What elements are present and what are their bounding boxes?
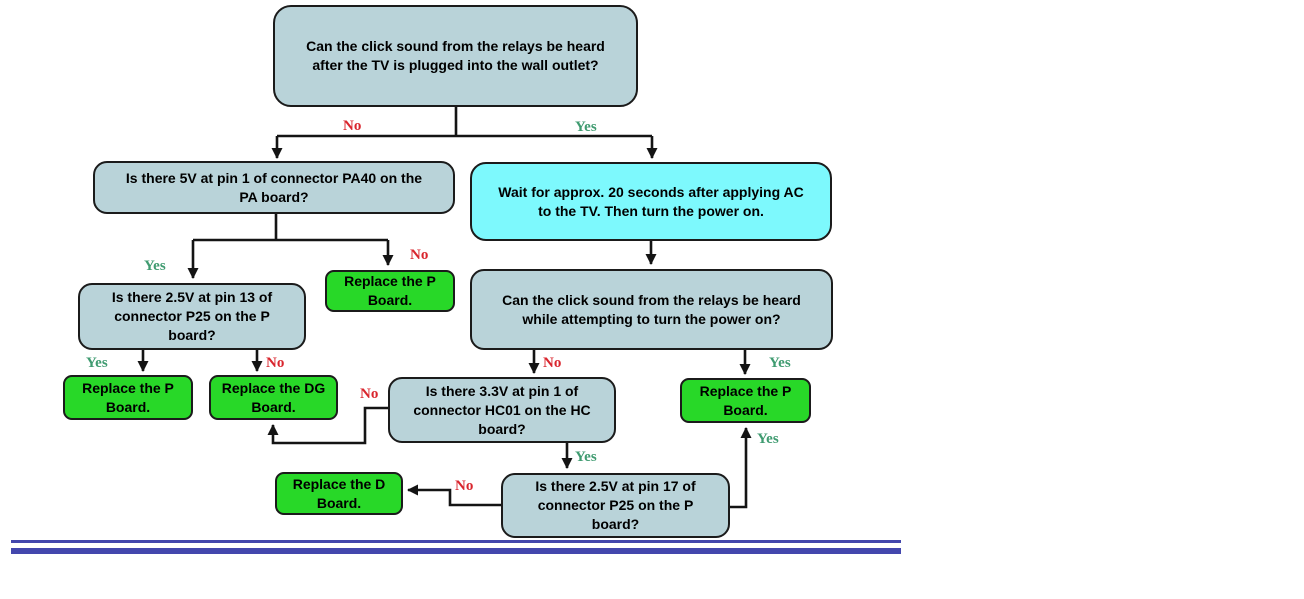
node-question-3v3-hc01: Is there 3.3V at pin 1 of connector HC01… xyxy=(388,377,616,443)
edge-label-no-pa40-right: No xyxy=(410,247,429,263)
node-question-2v5-pin13-p25: Is there 2.5V at pin 13 of connector P25… xyxy=(78,283,306,350)
node-action-replace-d-board: Replace the D Board. xyxy=(275,472,403,515)
divider-line-thin xyxy=(11,540,901,543)
edge-label-no-hc01-left: No xyxy=(360,386,379,402)
node-question-relay-power-on: Can the click sound from the relays be h… xyxy=(470,269,833,350)
edge-label-yes-pa40-left: Yes xyxy=(144,258,166,274)
edge-label-no-pin17-left: No xyxy=(455,478,474,494)
node-question-relay-after-plug: Can the click sound from the relays be h… xyxy=(273,5,638,107)
node-action-replace-p-board-3: Replace the P Board. xyxy=(680,378,811,423)
edge-label-yes-hc01-down: Yes xyxy=(575,449,597,465)
node-action-replace-dg-board: Replace the DG Board. xyxy=(209,375,338,420)
edge-label-no-pin13-right: No xyxy=(266,355,285,371)
node-question-2v5-pin17-p25: Is there 2.5V at pin 17 of connector P25… xyxy=(501,473,730,538)
edge-label-yes-pin17-up: Yes xyxy=(757,431,779,447)
edge-label-no-relay-left: No xyxy=(343,118,362,134)
edge-label-yes-poweron-right: Yes xyxy=(769,355,791,371)
node-action-replace-p-board-1: Replace the P Board. xyxy=(325,270,455,312)
node-instruction-wait-20s: Wait for approx. 20 seconds after applyi… xyxy=(470,162,832,241)
divider-line-thick xyxy=(11,548,901,554)
node-action-replace-p-board-2: Replace the P Board. xyxy=(63,375,193,420)
node-question-5v-pa40: Is there 5V at pin 1 of connector PA40 o… xyxy=(93,161,455,214)
edge-label-no-poweron-left: No xyxy=(543,355,562,371)
edge-label-yes-relay-right: Yes xyxy=(575,119,597,135)
edge-label-yes-pin13-left: Yes xyxy=(86,355,108,371)
